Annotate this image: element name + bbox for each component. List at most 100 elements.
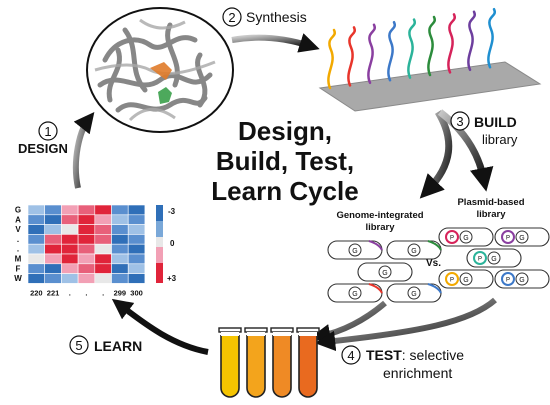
- center-title-line-2: Build, Test,: [216, 146, 354, 176]
- plasmid-label: P: [506, 236, 510, 242]
- step-1-label: DESIGN: [18, 141, 68, 156]
- heatmap-cell: [127, 214, 146, 225]
- center-title-line-3: Learn Cycle: [211, 176, 358, 206]
- colorbar-label-neg: -3: [168, 207, 176, 216]
- heatmap-cell: [77, 253, 96, 265]
- heatmap-cell: [61, 273, 79, 284]
- gene-label: G: [463, 277, 468, 284]
- gene-label: G: [352, 291, 357, 298]
- heatmap-cell: [127, 263, 146, 274]
- heatmap-column-label: 300: [130, 288, 143, 297]
- plasmid-label: P: [450, 278, 454, 284]
- heatmap-cell: [127, 243, 146, 255]
- gene-label: G: [519, 235, 524, 242]
- gene-label: G: [463, 235, 468, 242]
- heatmap-cell: [77, 214, 96, 225]
- cycle-arrows: [72, 33, 497, 355]
- step-4-label-bold: TEST: [366, 347, 402, 363]
- heatmap-row-label: G: [15, 206, 21, 215]
- gene-label: G: [491, 256, 496, 263]
- test-tube: [244, 327, 268, 398]
- heatmap-cell: [27, 253, 46, 265]
- genome-cell: G: [327, 283, 383, 303]
- step-3-number-circle: [450, 111, 470, 131]
- test-tube: [270, 327, 294, 398]
- heatmap-cell: [111, 224, 129, 235]
- oligo-strand: [387, 20, 396, 82]
- arrow-learn-to-design: [72, 112, 95, 189]
- step-3-number: 3: [456, 114, 463, 129]
- heatmap-column-label: .: [85, 288, 87, 297]
- heatmap-cell: [111, 253, 129, 265]
- oligo-strand: [467, 10, 476, 72]
- genome-library-title-2: library: [365, 222, 395, 233]
- heatmap-cell: [127, 273, 146, 284]
- heatmap-cell: [111, 243, 129, 255]
- heatmap-cell: [111, 214, 129, 225]
- oligo-strand: [407, 18, 416, 79]
- heatmap-cell: [27, 234, 46, 245]
- heatmap-cell: [27, 273, 46, 284]
- heatmap-cell: [27, 224, 46, 235]
- heatmap-row-label: V: [15, 225, 21, 234]
- heatmap-cell: [127, 253, 146, 265]
- heatmap-row-label: F: [16, 264, 21, 273]
- heatmap-cell: [27, 214, 46, 225]
- protein-structure-image: [86, 7, 234, 133]
- gene-label: G: [382, 270, 387, 277]
- center-title: Design, Build, Test, Learn Cycle: [211, 116, 358, 206]
- heatmap-cell: [44, 263, 62, 274]
- heatmap-cell: [94, 273, 112, 284]
- plasmid-label: P: [478, 257, 482, 263]
- colorbar-label-zero: 0: [170, 239, 175, 248]
- step-1-number: 1: [44, 124, 51, 139]
- heatmap-cell: [111, 263, 129, 274]
- gene-circle: [407, 286, 421, 300]
- heatmap-cell: [127, 234, 146, 245]
- arrow-plasmid-to-test: [314, 297, 497, 352]
- gene-circle: [378, 265, 392, 279]
- heatmap-cells: [27, 204, 146, 284]
- heatmap-cell: [127, 224, 146, 235]
- plasmid-circle: [473, 251, 487, 265]
- genome-cell: G: [327, 240, 383, 260]
- plasmid-label: P: [450, 236, 454, 242]
- arrow-to-plasmid-library: [437, 109, 494, 192]
- step-4: 4 TEST: selective enrichment: [341, 345, 464, 381]
- center-title-line-1: Design,: [238, 116, 332, 146]
- plasmid-circle: [501, 272, 515, 286]
- gene-label: G: [411, 248, 416, 255]
- plasmid-cell: GP: [438, 227, 494, 247]
- genome-cell: G: [386, 283, 442, 303]
- heatmap-row-label: .: [17, 245, 19, 254]
- step-4-sublabel: enrichment: [383, 365, 452, 381]
- step-2-label: Synthesis: [246, 9, 307, 25]
- step-5-label: LEARN: [94, 338, 142, 354]
- colorbar-label-pos: +3: [167, 274, 177, 283]
- oligo-strand: [487, 7, 496, 69]
- insert-mark: [427, 240, 442, 251]
- plasmid-cell: GP: [494, 269, 550, 289]
- step-2-number: 2: [228, 10, 235, 25]
- step-5-number-circle: [69, 335, 89, 355]
- plasmid-cell: GP: [466, 248, 522, 268]
- plasmid-cell: GP: [494, 227, 550, 247]
- step-3: 3 BUILD library: [450, 111, 518, 147]
- heatmap-cell: [77, 243, 96, 255]
- plasmid-circle: [445, 230, 459, 244]
- step-5-number: 5: [75, 338, 82, 353]
- heatmap-cell: [44, 273, 62, 284]
- heatmap-cell: [77, 234, 96, 245]
- arrow-to-genome-library: [419, 110, 453, 199]
- heatmap-cell: [44, 234, 62, 245]
- oligo-strand: [347, 26, 356, 87]
- gene-label: G: [352, 248, 357, 255]
- gene-circle: [348, 286, 362, 300]
- plasmid-library-title-1: Plasmid-based: [457, 197, 524, 208]
- oligo-strand: [447, 13, 456, 74]
- oligo-strand: [427, 15, 436, 77]
- heatmap-cell: [61, 243, 79, 255]
- heatmap-row-label: M: [15, 255, 22, 264]
